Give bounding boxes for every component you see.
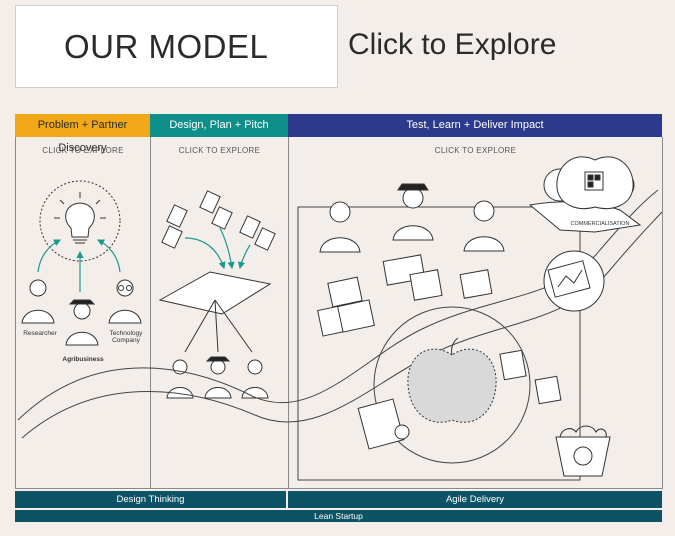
chart-circle-icon xyxy=(543,250,605,312)
lightbulb-icon xyxy=(39,180,121,262)
technology-company-label: Technology Company xyxy=(109,330,143,344)
click-to-explore-heading[interactable]: Click to Explore xyxy=(348,28,557,61)
idea-cards-icon xyxy=(161,190,276,251)
cycle-circle xyxy=(373,306,531,464)
apple-icon xyxy=(407,337,497,423)
tab-design-plan-pitch[interactable]: Design, Plan + Pitch xyxy=(150,114,288,137)
agile-delivery-band: Agile Delivery xyxy=(288,491,662,508)
recycle-bin-icon xyxy=(555,425,611,477)
tab-test-learn-deliver[interactable]: Test, Learn + Deliver Impact xyxy=(288,114,662,137)
sticky-notes-icon xyxy=(317,254,562,405)
technology-company-icon xyxy=(108,279,142,324)
design-thinking-band: Design Thinking xyxy=(15,491,286,508)
tab-problem-partner-discovery[interactable]: Problem + Partner Discovery xyxy=(15,114,150,154)
click-to-explore-link-2[interactable]: CLICK TO EXPLORE xyxy=(178,146,261,155)
researcher-icon xyxy=(319,201,361,253)
commercialisation-label: COMMERCIALISATION xyxy=(570,221,630,227)
plan-map-icon xyxy=(158,271,272,353)
researcher-icon xyxy=(21,279,55,324)
agribusiness-icon xyxy=(65,299,99,346)
arrow-icons xyxy=(37,239,121,292)
page-title: OUR MODEL xyxy=(64,28,269,65)
checklist-icon xyxy=(357,398,410,450)
agribusiness-icon xyxy=(392,183,434,241)
title-box: OUR MODEL xyxy=(15,5,338,88)
technology-company-icon xyxy=(463,200,505,252)
panel-test-learn-deliver[interactable] xyxy=(288,137,663,489)
lean-startup-band: Lean Startup xyxy=(15,510,662,522)
click-to-explore-link-3[interactable]: CLICK TO EXPLORE xyxy=(434,146,517,155)
journey-ribbon xyxy=(17,189,663,439)
commercial-apples-icon xyxy=(528,156,642,233)
researcher-label: Researcher xyxy=(23,330,57,337)
click-to-explore-link-1[interactable]: CLICK TO EXPLORE xyxy=(42,146,124,155)
agribusiness-label: Agribusiness xyxy=(62,356,104,363)
